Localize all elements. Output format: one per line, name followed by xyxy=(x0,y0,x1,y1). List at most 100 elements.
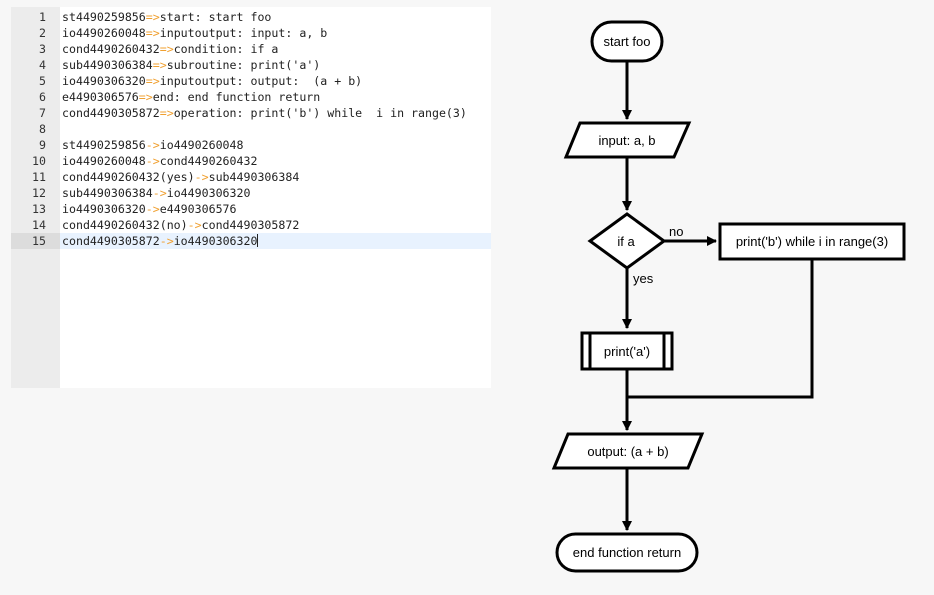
line-number: 10 xyxy=(32,154,46,168)
line-text: io4490260048=>inputoutput: input: a, b xyxy=(62,25,327,41)
code-token: e4490306576 xyxy=(62,90,139,104)
code-token: io4490260048 xyxy=(159,138,244,152)
code-token: inputoutput: input: a, b xyxy=(159,26,328,40)
arrow-token: -> xyxy=(145,138,160,152)
end-node xyxy=(555,532,699,573)
code-token: cond4490305872 xyxy=(201,218,300,232)
edge-operation-to-output xyxy=(627,259,814,399)
code-line[interactable]: 2 io4490260048=>inputoutput: input: a, b xyxy=(11,25,491,41)
arrow-token: => xyxy=(159,106,174,120)
no-branch-label: no xyxy=(669,224,683,239)
output-node-label: output: (a + b) xyxy=(587,444,668,459)
line-number: 14 xyxy=(32,218,46,232)
code-line[interactable]: 10 io4490260048->cond4490260432 xyxy=(11,153,491,169)
operation-node-label: print('b') while i in range(3) xyxy=(736,234,888,249)
line-number: 12 xyxy=(32,186,46,200)
end-node-label: end function return xyxy=(573,545,681,560)
code-line[interactable]: 14 cond4490260432(no)->cond4490305872 xyxy=(11,217,491,233)
code-token: cond4490260432(no) xyxy=(62,218,188,232)
arrow-token: -> xyxy=(145,202,160,216)
code-token: sub4490306384 xyxy=(62,58,153,72)
text-cursor xyxy=(257,234,259,247)
start-node-label: start foo xyxy=(604,34,651,49)
operation-node xyxy=(718,222,906,261)
code-line[interactable]: 1 st4490259856=>start: start foo xyxy=(11,9,491,25)
code-line[interactable]: 13 io4490306320->e4490306576 xyxy=(11,201,491,217)
subroutine-node xyxy=(580,331,674,371)
arrow-token: => xyxy=(145,26,160,40)
line-number: 2 xyxy=(39,26,46,40)
code-line[interactable]: 11 cond4490260432(yes)->sub4490306384 xyxy=(11,169,491,185)
input-node-label: input: a, b xyxy=(598,133,655,148)
line-text: st4490259856->io4490260048 xyxy=(62,137,244,153)
code-line[interactable]: 12 sub4490306384->io4490306320 xyxy=(11,185,491,201)
line-number: 5 xyxy=(39,74,46,88)
code-token: cond4490305872 xyxy=(62,234,160,248)
code-token: cond4490260432 xyxy=(159,154,258,168)
line-number: 1 xyxy=(39,10,46,24)
arrow-token: => xyxy=(145,10,160,24)
code-token: end: end function return xyxy=(152,90,321,104)
code-line[interactable]: 5 io4490306320=>inputoutput: output: (a +… xyxy=(11,73,491,89)
code-token: io4490260048 xyxy=(62,154,146,168)
line-text: st4490259856=>start: start foo xyxy=(62,9,271,25)
arrow-token: => xyxy=(138,90,153,104)
start-node xyxy=(590,20,664,63)
line-number: 9 xyxy=(39,138,46,152)
line-text: cond4490305872->io4490306320 xyxy=(62,233,259,249)
line-number: 11 xyxy=(32,170,46,184)
arrow-token: -> xyxy=(152,186,167,200)
line-text: sub4490306384=>subroutine: print('a') xyxy=(62,57,320,73)
arrow-token: => xyxy=(159,42,174,56)
arrow-token: -> xyxy=(145,154,160,168)
code-token: io4490306320 xyxy=(62,74,146,88)
code-token: inputoutput: output: (a + b) xyxy=(159,74,363,88)
code-token: subroutine: print('a') xyxy=(166,58,321,72)
line-number: 7 xyxy=(39,106,46,120)
input-node xyxy=(563,121,692,159)
code-token: io4490306320 xyxy=(62,202,146,216)
code-token: cond4490305872 xyxy=(62,106,160,120)
code-line[interactable]: 7 cond4490305872=>operation: print('b') w… xyxy=(11,105,491,121)
code-token: io4490306320 xyxy=(173,234,258,248)
line-number: 6 xyxy=(39,90,46,104)
line-text: io4490260048->cond4490260432 xyxy=(62,153,257,169)
arrow-token: => xyxy=(145,74,160,88)
code-line[interactable]: 9 st4490259856->io4490260048 xyxy=(11,137,491,153)
condition-node-label: if a xyxy=(617,234,635,249)
arrow-token: => xyxy=(152,58,167,72)
code-token: st4490259856 xyxy=(62,10,146,24)
output-node xyxy=(551,432,705,470)
line-number: 3 xyxy=(39,42,46,56)
code-token: cond4490260432(yes) xyxy=(62,170,195,184)
line-number: 4 xyxy=(39,58,46,72)
code-token: start: start foo xyxy=(159,10,272,24)
code-token: sub4490306384 xyxy=(62,186,153,200)
subroutine-node-label: print('a') xyxy=(604,344,650,359)
condition-node xyxy=(587,212,667,270)
line-number: 15 xyxy=(11,233,60,249)
line-number-gutter xyxy=(11,7,60,388)
code-line[interactable]: 6 e4490306576=>end: end function return xyxy=(11,89,491,105)
code-token: cond4490260432 xyxy=(62,42,160,56)
code-line[interactable]: 4 sub4490306384=>subroutine: print('a') xyxy=(11,57,491,73)
line-text: cond4490260432(yes)->sub4490306384 xyxy=(62,169,299,185)
yes-branch-label: yes xyxy=(633,271,654,286)
arrow-token: -> xyxy=(187,218,202,232)
code-token: st4490259856 xyxy=(62,138,146,152)
line-number: 13 xyxy=(32,202,46,216)
code-token: operation: print('b') while i in range(3… xyxy=(173,106,467,120)
code-token: e4490306576 xyxy=(159,202,237,216)
arrow-token: -> xyxy=(159,234,174,248)
line-number: 8 xyxy=(39,122,46,136)
code-line[interactable]: 8 xyxy=(11,121,491,137)
line-text: io4490306320->e4490306576 xyxy=(62,201,237,217)
line-text: cond4490260432(no)->cond4490305872 xyxy=(62,217,299,233)
line-text: sub4490306384->io4490306320 xyxy=(62,185,250,201)
line-text: io4490306320=>inputoutput: output: (a + … xyxy=(62,73,362,89)
